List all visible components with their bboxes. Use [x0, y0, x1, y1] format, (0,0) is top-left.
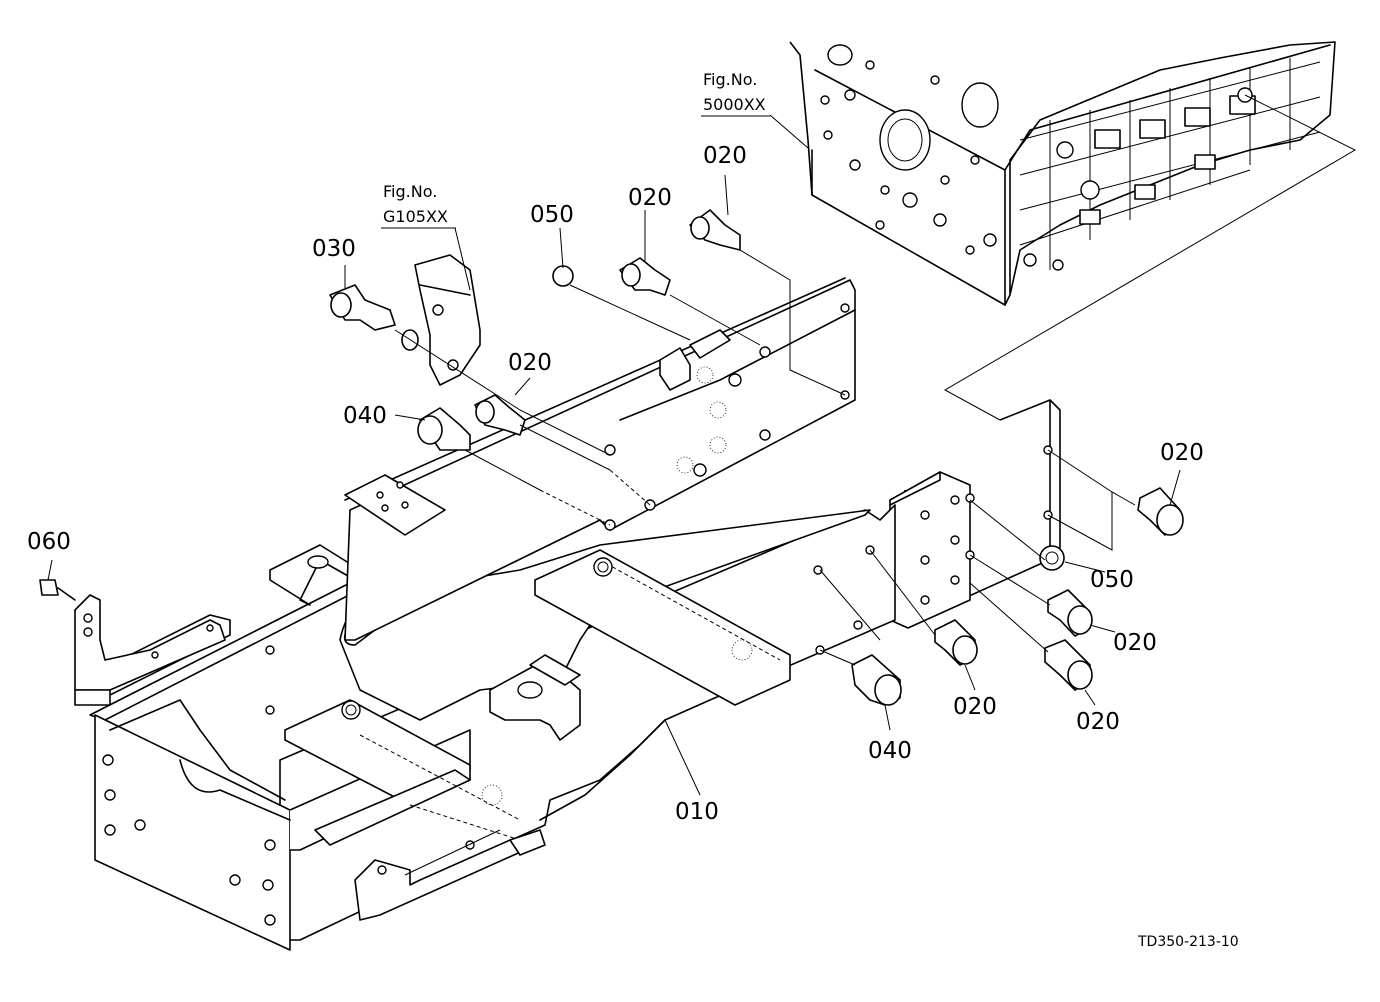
figure-ref-g105xx: Fig.No. G105XX [381, 182, 456, 229]
fig-ref-5000xx-line1: Fig.No. [703, 70, 757, 89]
bracket-g105 [414, 254, 481, 386]
part-label-030: 030 [312, 236, 356, 262]
part-label-020-r3: 020 [953, 694, 997, 720]
fig-ref-5000xx-line2: 5000XX [703, 95, 766, 114]
bracket-060 [39, 579, 226, 706]
fig-ref-g105xx-line2: G105XX [383, 207, 448, 226]
part-label-050-right: 050 [1090, 567, 1134, 593]
part-label-020-right: 020 [1160, 440, 1204, 466]
fasteners [329, 209, 1184, 706]
part-label-060: 060 [27, 529, 71, 555]
upper-rail [344, 277, 856, 641]
figure-ref-5000xx: Fig.No. 5000XX [701, 70, 770, 117]
part-label-020-r2: 020 [1113, 630, 1157, 656]
leader-lines [47, 114, 1181, 796]
part-label-040-left: 040 [343, 403, 387, 429]
part-label-050-top: 050 [530, 202, 574, 228]
engine-leader [943, 94, 1357, 421]
part-label-020-left: 020 [508, 350, 552, 376]
part-label-020-top: 020 [703, 143, 747, 169]
engine-block [789, 41, 1336, 306]
part-label-010: 010 [675, 799, 719, 825]
part-label-020-r4: 020 [1076, 709, 1120, 735]
drawing-code: TD350-213-10 [1137, 934, 1239, 950]
part-label-040-right: 040 [868, 738, 912, 764]
part-label-020-mid: 020 [628, 185, 672, 211]
fig-ref-g105xx-line1: Fig.No. [383, 182, 437, 201]
